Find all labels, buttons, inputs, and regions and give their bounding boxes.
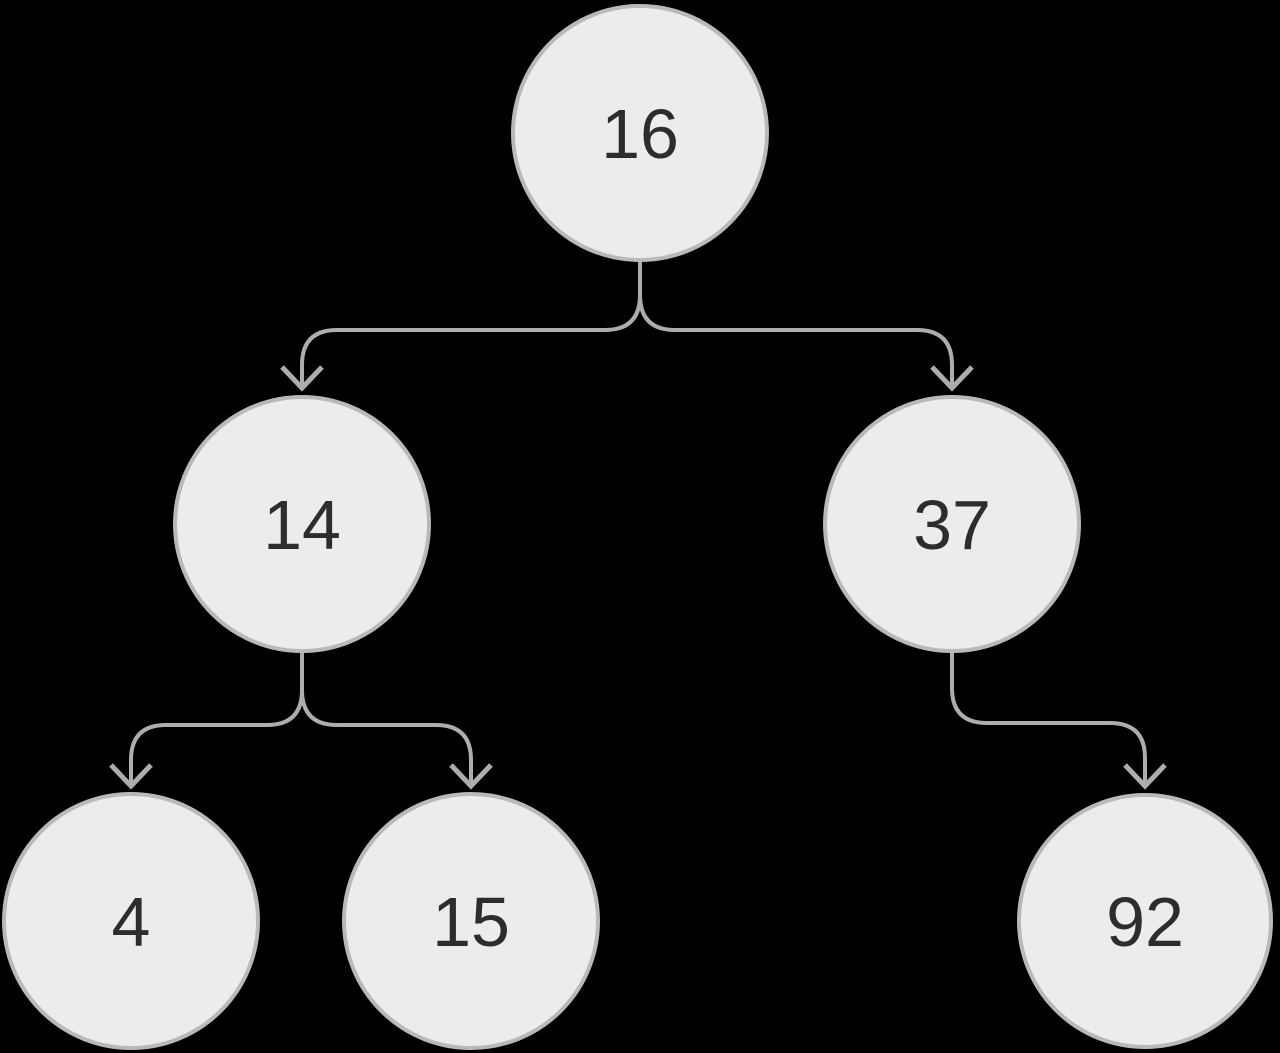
- node-circle-15: [342, 792, 600, 1050]
- tree-node-4: 4: [2, 792, 260, 1050]
- node-label-4: 4: [112, 883, 151, 961]
- node-circle-92: [1017, 793, 1273, 1049]
- node-circle-16: [511, 4, 769, 262]
- node-label-92: 92: [1106, 883, 1184, 961]
- tree-node-16: 16: [511, 4, 769, 262]
- edge-14-15: [300, 652, 473, 784]
- node-label-14: 14: [263, 486, 341, 564]
- tree-node-14: 14: [173, 395, 431, 653]
- edge-16-37: [638, 261, 954, 386]
- node-label-16: 16: [601, 95, 679, 173]
- arrowhead-edge-14-4: [109, 763, 153, 790]
- arrowhead-edge-37-92: [1123, 763, 1167, 790]
- tree-node-92: 92: [1017, 793, 1273, 1049]
- edge-16-14: [300, 261, 642, 386]
- node-label-37: 37: [913, 486, 991, 564]
- arrowhead-edge-16-14: [280, 365, 324, 392]
- node-circle-4: [2, 792, 260, 1050]
- node-circle-37: [823, 395, 1081, 653]
- edge-14-4: [129, 652, 304, 784]
- node-circle-14: [173, 395, 431, 653]
- tree-node-15: 15: [342, 792, 600, 1050]
- tree-edges: [109, 261, 1167, 790]
- tree-node-37: 37: [823, 395, 1081, 653]
- edge-37-92: [950, 652, 1147, 784]
- arrowhead-edge-14-15: [449, 763, 493, 790]
- arrowhead-edge-16-37: [930, 365, 974, 392]
- node-label-15: 15: [432, 883, 510, 961]
